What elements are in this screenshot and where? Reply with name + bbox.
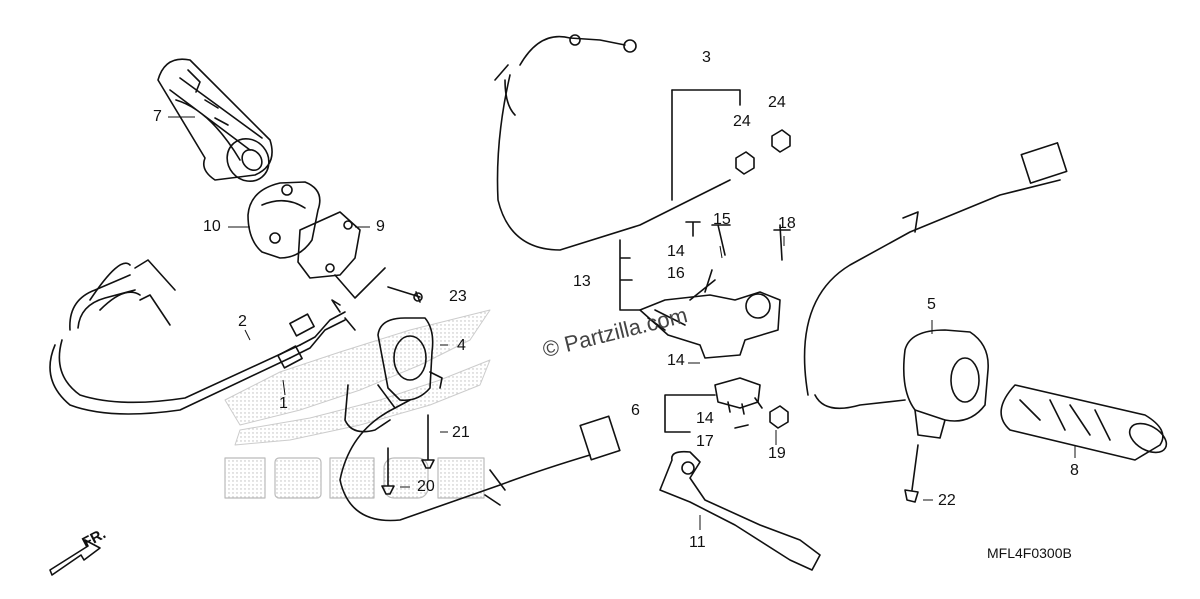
callout-24-b: 24 — [768, 94, 786, 111]
callout-13: 13 — [573, 273, 591, 290]
pin-15 — [711, 224, 731, 256]
left-grip-part — [157, 58, 273, 182]
right-switch-housing-5 — [902, 329, 989, 439]
nut-24b — [771, 129, 791, 153]
leader-13 — [619, 239, 641, 311]
right-grip-8 — [1000, 384, 1168, 461]
throttle-housing-4 — [377, 317, 443, 409]
callout-16: 16 — [667, 265, 685, 282]
clutch-lever-11 — [659, 450, 821, 571]
callout-1: 1 — [279, 395, 288, 412]
callout-7: 7 — [153, 108, 162, 125]
throttle-wire — [344, 384, 391, 433]
screw-18 — [773, 224, 791, 261]
cable-end-b — [139, 294, 171, 326]
housing-part-9 — [297, 211, 361, 279]
callout-2: 2 — [238, 313, 247, 330]
clutch-bracket — [639, 269, 781, 359]
cable-end-a — [134, 259, 176, 291]
callout-19: 19 — [768, 445, 786, 462]
callout-14-mid: 14 — [667, 352, 685, 369]
housing-part-10 — [247, 181, 321, 259]
callout-18: 18 — [778, 215, 796, 232]
connector-right — [1020, 142, 1068, 184]
right-harness — [803, 179, 1061, 396]
callout-6: 6 — [631, 402, 640, 419]
bolt-20 — [381, 447, 395, 495]
clutch-cable-3 — [494, 34, 731, 251]
diagram-code: MFL4F0300B — [987, 545, 1072, 561]
nut-19 — [769, 405, 789, 429]
callout-8: 8 — [1070, 462, 1079, 479]
callout-14-low: 14 — [696, 410, 714, 427]
honda-logo-text — [224, 457, 485, 499]
connector-lower — [579, 415, 621, 461]
bolt-21 — [421, 414, 435, 469]
clutch-switch-6 — [714, 377, 763, 415]
honda-wing-logo — [224, 309, 491, 446]
throttle-cables — [49, 262, 346, 415]
callout-9: 9 — [376, 218, 385, 235]
harness-clip — [902, 211, 919, 233]
leader-9-23 — [334, 267, 386, 299]
screw-22 — [904, 444, 919, 503]
callout-14-top: 14 — [667, 243, 685, 260]
leader-6 — [664, 394, 716, 433]
callout-3: 3 — [702, 49, 711, 66]
callout-leaders — [168, 116, 1076, 530]
lower-wire — [339, 407, 591, 522]
right-harness-lower — [814, 394, 906, 410]
screw-head-23 — [413, 292, 423, 302]
screw-17 — [734, 424, 749, 429]
callout-11: 11 — [689, 534, 706, 551]
callout-24-a: 24 — [733, 113, 751, 130]
callout-17: 17 — [696, 433, 714, 450]
callout-23: 23 — [449, 288, 467, 305]
callout-10: 10 — [203, 218, 221, 235]
screw-14-top — [685, 221, 701, 237]
nut-24a — [735, 151, 755, 175]
callout-21: 21 — [452, 424, 470, 441]
callout-22: 22 — [938, 492, 956, 509]
leader-3 — [671, 89, 741, 106]
front-direction-arrow — [49, 539, 101, 576]
cable-fitting — [331, 299, 356, 331]
callout-4: 4 — [457, 337, 466, 354]
wire-clamp — [484, 469, 506, 506]
callout-20: 20 — [417, 478, 435, 495]
callout-15: 15 — [713, 211, 731, 228]
callout-5: 5 — [927, 296, 936, 313]
